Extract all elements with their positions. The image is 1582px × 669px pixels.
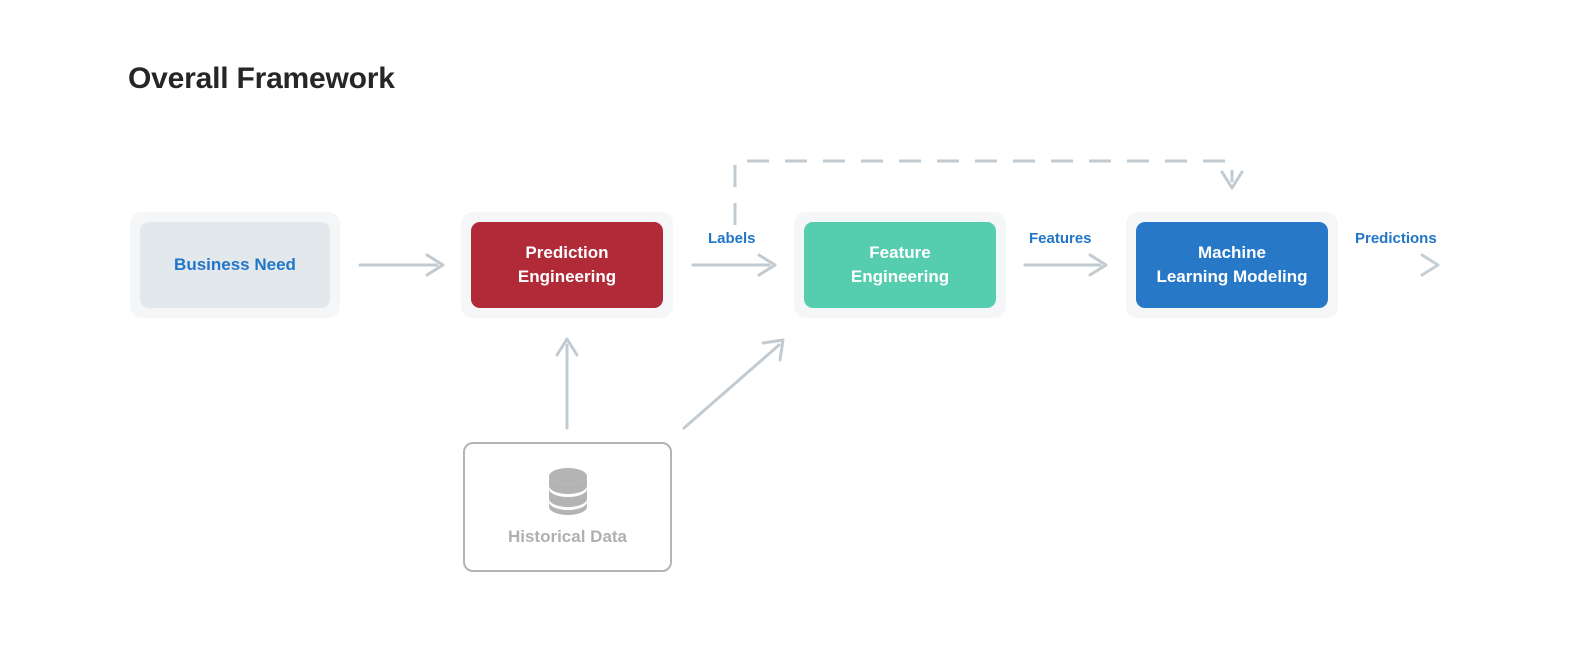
edge-ml-modeling-to-predictions	[1353, 253, 1440, 277]
node-feature-engineering[interactable]: Feature Engineering	[794, 212, 1006, 318]
node-business-need[interactable]: Business Need	[130, 212, 340, 318]
edge-label-predictions: Predictions	[1355, 230, 1437, 247]
node-prediction-engineering-line1: Prediction	[525, 243, 609, 263]
edge-prediction-engineering-to-feature-engineering	[691, 253, 777, 277]
node-historical-data[interactable]: Historical Data	[463, 442, 672, 572]
edge-label-features: Features	[1029, 230, 1092, 247]
node-ml-modeling-label: Machine Learning Modeling	[1136, 222, 1328, 308]
node-prediction-engineering-label: Prediction Engineering	[471, 222, 663, 308]
edge-labels-feedback-to-ml-modeling	[733, 159, 1244, 225]
node-ml-modeling-line1: Machine	[1197, 243, 1266, 263]
node-prediction-engineering[interactable]: Prediction Engineering	[461, 212, 673, 318]
node-feature-engineering-line1: Feature	[869, 243, 931, 263]
node-feature-engineering-line2: Engineering	[850, 267, 950, 286]
edge-feature-engineering-to-ml-modeling	[1023, 253, 1108, 277]
node-historical-data-label: Historical Data	[507, 527, 628, 546]
page-title: Overall Framework	[128, 62, 395, 95]
database-icon	[547, 467, 589, 515]
edge-business-need-to-prediction-engineering	[358, 253, 445, 277]
edge-historical-data-to-prediction-engineering	[555, 337, 579, 430]
node-ml-modeling-line2: Learning Modeling	[1156, 267, 1308, 286]
edge-historical-data-to-feature-engineering	[682, 338, 785, 430]
edge-label-labels: Labels	[708, 230, 756, 247]
node-feature-engineering-label: Feature Engineering	[804, 222, 996, 308]
node-prediction-engineering-line2: Engineering	[517, 267, 617, 286]
node-ml-modeling[interactable]: Machine Learning Modeling	[1126, 212, 1338, 318]
node-business-need-label: Business Need	[140, 222, 330, 308]
